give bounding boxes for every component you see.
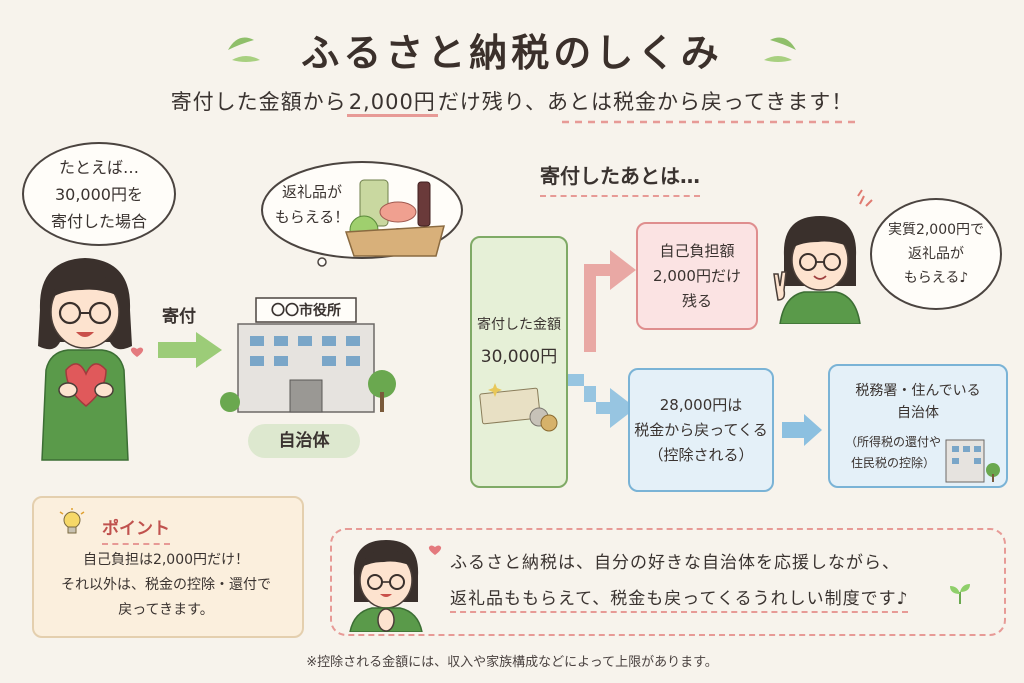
tax-refund-box: 28,000円は 税金から戻ってくる （控除される） <box>628 368 774 492</box>
lightbulb-icon <box>59 508 85 534</box>
summary-line-2: 返礼品ももらえて、税金も戻ってくるうれしい制度です♪ <box>450 584 909 613</box>
summary-line-1: ふるさと納税は、自分の好きな自治体を応援しながら、 <box>450 553 900 573</box>
city-hall-sign: 〇〇市役所 <box>271 303 341 319</box>
self-burden-box: 自己負担額 2,000円だけ 残る <box>636 222 758 330</box>
donate-arrow-label: 寄付 <box>162 307 196 327</box>
happy-speech-bubble: 実質2,000円で 返礼品が もらえる♪ <box>870 198 1002 310</box>
money-icon <box>479 383 558 432</box>
leaf-decoration-right <box>764 37 796 62</box>
small-building-icon <box>945 439 1000 483</box>
pink-arrow-icon <box>568 250 636 352</box>
woman-clasped-hands-illustration <box>349 540 423 632</box>
blue-arrow-icon <box>568 374 636 428</box>
gift-bubble-text: 返礼品が もらえる！ <box>274 183 350 226</box>
page-title: ふるさと納税のしくみ <box>301 31 723 75</box>
footnote: ※控除される金額には、収入や家族構成などによって上限があります。 <box>306 655 718 670</box>
donation-amount-value: 30,000円 <box>480 347 558 367</box>
refund-description-text: 税金から戻ってくる <box>634 420 768 439</box>
city-hall-building-illustration <box>220 297 396 413</box>
subtitle-highlight: 2,000円 <box>346 90 438 117</box>
refund-amount-text: 28,000円は <box>659 395 743 414</box>
small-heart-icon <box>130 347 144 357</box>
subtitle-underline <box>562 120 858 124</box>
municipality-label: 自治体 <box>248 424 360 458</box>
blue-arrow-right-icon <box>782 414 822 446</box>
sprout-icon <box>950 584 970 604</box>
example-speech-bubble: たとえば… 30,000円を 寄付した場合 <box>22 142 176 246</box>
flow-heading: 寄付したあとは… <box>540 160 700 197</box>
leaf-decoration-left <box>228 37 260 62</box>
point-text: 自己負担は2,000円だけ！ それ以外は、税金の控除・還付で 戻ってきます。 <box>61 552 271 618</box>
donation-amount-label: 寄付した金額 <box>477 317 561 333</box>
tax-office-note: （所得税の還付や 住民税の控除） <box>844 435 941 470</box>
deduction-note-text: （控除される） <box>648 445 754 464</box>
woman-peace-sign-illustration <box>773 216 861 324</box>
woman-with-heart-illustration <box>38 258 132 461</box>
sparkle-lines-icon <box>857 189 873 207</box>
donation-amount-box: 寄付した金額 30,000円 <box>470 236 568 488</box>
heart-icon <box>428 545 442 555</box>
point-title: ポイント <box>102 514 170 545</box>
tax-office-title: 税務署・住んでいる 自治体 <box>855 383 981 421</box>
green-arrow-icon <box>158 332 222 368</box>
gift-box-icon <box>344 179 445 257</box>
subtitle: 寄付した金額から2,000円だけ残り、あとは税金から戻ってきます！ <box>0 86 1024 117</box>
summary-box <box>330 528 1006 636</box>
